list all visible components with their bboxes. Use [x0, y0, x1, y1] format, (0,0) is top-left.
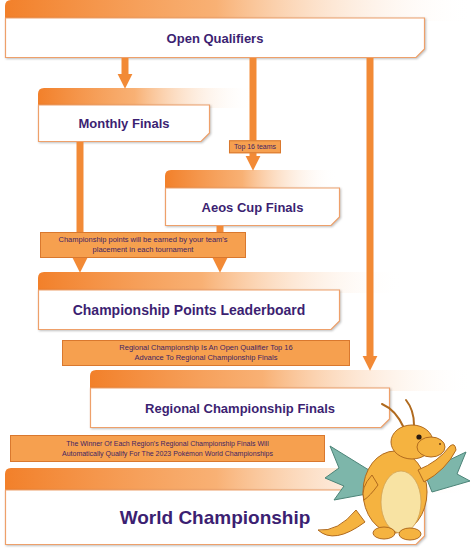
dragon-arm: [418, 445, 456, 482]
box-outline: [165, 170, 340, 226]
box-title: World Championship: [5, 490, 425, 545]
box-title: Aeos Cup Finals: [165, 188, 340, 226]
dragon-foot: [373, 527, 395, 539]
dragon-tail: [318, 510, 365, 536]
edge-label: Top 16 teams: [229, 140, 281, 153]
process-box: Championship Points Leaderboard: [38, 272, 340, 330]
box-body: [6, 18, 425, 58]
process-box: World Championship: [5, 468, 425, 545]
dragon-foot: [399, 528, 421, 540]
dragon-belly: [381, 471, 421, 533]
dragon-head: [391, 425, 433, 459]
dragon-body: [363, 451, 427, 533]
dragon-wing: [424, 452, 470, 492]
note-box: Regional Championship Is An Open Qualifi…: [62, 340, 350, 366]
dragon-antenna: [382, 404, 404, 428]
dragon-antenna: [406, 400, 414, 425]
flow-arrow: [250, 58, 257, 156]
flow-arrow: [217, 226, 224, 258]
process-box: Monthly Finals: [38, 88, 210, 142]
dragon-snout: [417, 437, 445, 457]
dragon-wing: [325, 446, 372, 500]
process-box: Aeos Cup Finals: [165, 170, 340, 226]
box-title: Monthly Finals: [38, 105, 210, 142]
box-title: Championship Points Leaderboard: [38, 290, 340, 330]
box-body: [166, 188, 340, 226]
dragon-eye: [416, 434, 421, 439]
flow-arrow: [367, 58, 374, 356]
note-box: The Winner Of Each Region's Regional Cha…: [10, 435, 325, 462]
process-box: Regional Championship Finals: [90, 370, 390, 428]
box-outline: [38, 272, 340, 330]
box-body: [6, 490, 425, 545]
dragon-nostril: [439, 443, 441, 445]
box-title: Open Qualifiers: [5, 18, 425, 58]
box-outline: [38, 88, 210, 142]
box-outline: [90, 370, 390, 428]
note-box: Championship points will be earned by yo…: [40, 232, 246, 258]
box-body: [39, 105, 210, 142]
box-outline: [5, 0, 425, 58]
header-band: [5, 468, 474, 493]
box-body: [39, 290, 340, 330]
process-box: Open Qualifiers: [5, 0, 425, 58]
box-body: [91, 388, 390, 428]
flow-arrow: [77, 142, 84, 258]
dragon-arm: [363, 475, 378, 500]
box-title: Regional Championship Finals: [90, 388, 390, 428]
flow-arrow: [122, 58, 129, 74]
